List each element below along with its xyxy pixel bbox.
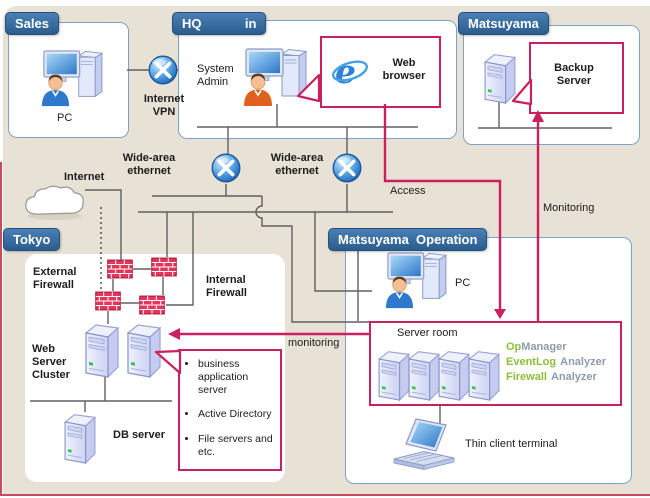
sales-pc-label: PC	[57, 112, 73, 124]
tab-tokyo: Tokyo	[3, 228, 61, 251]
server-room-label: Server room	[397, 327, 458, 339]
monitoring-label: Monitoring	[543, 202, 595, 214]
tab-matsuyama-operation: Matsuyama Operation	[328, 228, 488, 251]
server-roles-callout	[178, 349, 282, 471]
system-admin-label: System Admin	[197, 63, 234, 89]
internet-vpn-label: Internet VPN	[143, 93, 185, 119]
backup-server-callout	[529, 42, 624, 114]
tab-matsuyama: Matsuyama	[458, 12, 549, 35]
internet-explorer-icon	[330, 52, 370, 97]
internal-firewall-icon-1	[95, 291, 121, 316]
external-firewall-icon-1	[107, 259, 133, 284]
wide-area-router-left-icon	[210, 152, 242, 189]
db-server-icon	[60, 410, 100, 469]
web-server-icon-2	[124, 320, 164, 383]
server-room-server-icon-4	[464, 347, 504, 406]
page-border-left	[0, 162, 2, 496]
hq-admin-pc-icon	[236, 46, 310, 108]
db-server-label: DB server	[113, 429, 165, 441]
web-server-cluster-label: Web Server Cluster	[32, 343, 70, 382]
server-role-item: File servers and etc.	[198, 433, 276, 459]
internet-cloud-icon	[20, 183, 88, 227]
tab-sales: Sales	[5, 12, 59, 35]
matsuyama-operation-pc-label: PC	[455, 277, 471, 289]
thin-client-laptop-icon	[390, 417, 460, 478]
server-role-item: Active Directory	[198, 408, 276, 421]
internal-firewall-label: Internal Firewall	[206, 274, 247, 300]
access-label: Access	[390, 185, 426, 197]
wide-area-router-right-icon	[331, 152, 363, 189]
page-border-bottom	[0, 494, 650, 496]
thin-client-terminal-label: Thin client terminal	[465, 438, 558, 450]
internet-vpn-router-icon	[147, 54, 179, 91]
internet-label: Internet	[64, 171, 105, 183]
sales-pc-icon	[34, 48, 106, 108]
matsuyama-operation-pc-icon	[378, 250, 450, 310]
web-server-icon-1	[82, 320, 122, 383]
sales-site-box	[8, 22, 129, 138]
internal-firewall-icon-2	[139, 295, 165, 320]
external-firewall-label: External Firewall	[33, 266, 77, 292]
product-opmanager: OpManager	[506, 341, 567, 353]
server-roles-list: business application server Active Direc…	[182, 352, 276, 470]
wide-area-ethernet-left-label: Wide-area ethernet	[122, 152, 176, 178]
web-browser-label: Web browser	[382, 57, 426, 83]
backup-server-icon	[481, 50, 519, 109]
server-role-item: business application server	[198, 358, 276, 397]
backup-server-label: Backup Server	[554, 62, 594, 88]
external-firewall-icon-2	[151, 257, 177, 282]
monitoring-lower-label: monitoring	[288, 337, 340, 349]
tab-hq: HQ in	[172, 12, 267, 35]
wide-area-ethernet-right-label: Wide-area ethernet	[270, 152, 324, 178]
